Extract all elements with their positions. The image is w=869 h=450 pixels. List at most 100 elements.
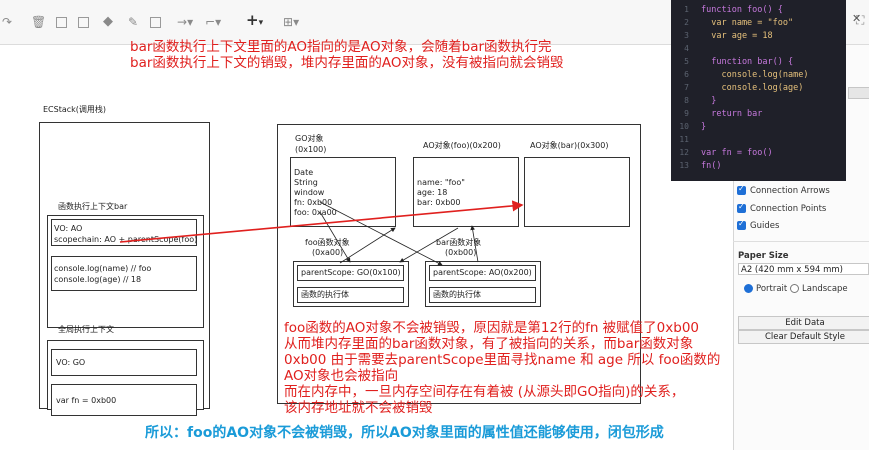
foo-fn-address: (0xa00) — [312, 248, 344, 257]
delete-icon[interactable]: 🗑 — [31, 15, 47, 29]
radio-portrait[interactable] — [744, 284, 753, 293]
line-number: 5 — [684, 57, 689, 66]
line-number: 13 — [679, 161, 689, 170]
bar-code-box[interactable] — [51, 256, 197, 291]
checkbox-connection-points[interactable] — [737, 202, 746, 213]
close-icon[interactable]: ✕ — [852, 12, 862, 25]
paper-size-select[interactable]: A2 (420 mm x 594 mm) — [738, 263, 869, 275]
bottom-note-line2: 0xb00 由于需要去parentScope里面寻找name 和 age 所以 … — [284, 352, 721, 368]
code-text: function foo() { — [701, 5, 783, 15]
bottom-note-line5: 该内存地址就不会被销毁 — [284, 400, 433, 416]
ecstack-title: ECStack(调用栈) — [43, 105, 107, 114]
go-line-1: String — [294, 178, 318, 187]
edit-data-button[interactable]: Edit Data — [738, 316, 869, 330]
code-line: function foo() { — [701, 5, 783, 15]
to-front-icon[interactable] — [56, 17, 67, 28]
foo-fn-body: 函数的执行体 — [301, 290, 349, 299]
line-color-icon[interactable]: ✎ — [128, 15, 139, 29]
ao-foo-line-0: name: "foo" — [417, 178, 465, 187]
global-vo-box[interactable] — [51, 349, 197, 376]
panel-divider — [733, 241, 869, 242]
bar-fn-body: 函数的执行体 — [433, 290, 481, 299]
label-connection-arrows: Connection Arrows — [750, 186, 830, 196]
bar-code-line1: console.log(name) // foo — [54, 264, 152, 273]
line-number: 1 — [684, 5, 689, 14]
bar-context-title: 函数执行上下文bar — [58, 202, 128, 211]
insert-icon[interactable]: +▾ — [246, 12, 263, 31]
bar-vo-text: VO: AO — [54, 224, 83, 233]
go-title: GO对象 — [295, 134, 324, 143]
bar-code-line2: console.log(age) // 18 — [54, 275, 142, 284]
bottom-note-line1: 从而堆内存里面的bar函数对象，有了被指向的关系，而bar函数对象 — [284, 336, 694, 352]
table-glyph: ⊞ — [283, 15, 294, 29]
radio-landscape[interactable] — [790, 284, 799, 293]
top-note-line1: bar函数执行上下文里面的AO指向的是AO对象，会随着bar函数执行完 — [130, 39, 552, 55]
ao-foo-line-2: bar: 0xb00 — [417, 198, 461, 207]
global-code-box[interactable] — [51, 384, 197, 416]
line-number: 7 — [684, 83, 689, 92]
checkbox-connection-arrows[interactable] — [737, 184, 746, 195]
table-icon[interactable]: ⊞▾ — [283, 14, 299, 30]
conclusion-note: 所以：foo的AO对象不会被销毁，所以AO对象里面的属性值还能够使用，闭包形成 — [145, 425, 664, 441]
foo-fn-parent-box[interactable] — [297, 265, 404, 281]
label-portrait: Portrait — [756, 284, 788, 294]
global-code-text: var fn = 0xb00 — [56, 396, 117, 405]
shadow-icon[interactable] — [150, 17, 161, 28]
ao-bar-box[interactable] — [524, 157, 630, 227]
bottom-note-line0: foo函数的AO对象不会被销毁，原因就是第12行的fn 被赋值了0xb00 — [284, 320, 699, 336]
paper-size-label: Paper Size — [738, 251, 789, 261]
chevron-down-icon: ▾ — [258, 18, 264, 28]
bar-fn-parent-box[interactable] — [429, 265, 536, 281]
checkbox-guides[interactable] — [737, 219, 746, 230]
clear-default-style-button[interactable]: Clear Default Style — [738, 330, 869, 344]
foo-fn-title: foo函数对象 — [305, 238, 350, 247]
code-line: var age = 18 — [701, 31, 773, 41]
code-line: console.log(age) — [701, 83, 804, 93]
code-line: console.log(name) — [701, 70, 809, 80]
go-line-0: Date — [294, 168, 314, 177]
bar-fn-address: (0xb00) — [445, 248, 477, 257]
fill-icon[interactable]: ◆ — [103, 14, 113, 29]
ao-foo-line-1: age: 18 — [417, 188, 448, 197]
redo-icon[interactable]: ↷ — [2, 15, 13, 29]
plus-glyph: + — [246, 11, 259, 29]
code-panel: 1 function foo() { 2 var name = "foo" 3 … — [671, 0, 846, 181]
line-number: 8 — [684, 96, 689, 105]
go-line-3: fn: 0xb00 — [294, 198, 333, 207]
to-back-icon[interactable] — [78, 17, 89, 28]
waypoint-glyph: ⌐ — [205, 15, 216, 29]
code-line: function bar() { — [701, 57, 794, 67]
ao-bar-title: AO对象(bar)(0x300) — [530, 141, 609, 150]
line-number: 10 — [679, 122, 689, 131]
code-line: var fn = foo() — [701, 148, 773, 158]
bar-fn-title: bar函数对象 — [436, 238, 482, 247]
label-guides: Guides — [750, 221, 780, 231]
go-address: (0x100) — [295, 145, 327, 154]
panel-scroll-button[interactable] — [848, 87, 869, 99]
chevron-down-icon: ▾ — [187, 15, 194, 29]
top-note-line2: bar函数执行上下文的销毁，堆内存里面的AO对象，没有被指向就会销毁 — [130, 55, 564, 71]
global-vo-text: VO: GO — [56, 358, 86, 367]
ao-foo-title: AO对象(foo)(0x200) — [423, 141, 501, 150]
code-line: } — [701, 122, 707, 132]
line-number: 4 — [684, 44, 689, 53]
foo-fn-parent: parentScope: GO(0x100) — [301, 268, 401, 277]
connection-arrow-glyph: → — [177, 15, 188, 29]
code-line: } — [701, 96, 717, 106]
foo-fn-body-box[interactable] — [297, 287, 404, 303]
bottom-note-line3: AO对象也会被指向 — [284, 368, 399, 384]
line-number: 11 — [679, 135, 689, 144]
go-line-2: window — [294, 188, 325, 197]
waypoint-icon[interactable]: ⌐▾ — [205, 14, 221, 30]
bar-fn-parent: parentScope: AO(0x200) — [433, 268, 532, 277]
connection-icon[interactable]: →▾ — [177, 14, 193, 30]
line-number: 9 — [684, 109, 689, 118]
code-line: return bar — [701, 109, 763, 119]
global-context-title: 全局执行上下文 — [58, 325, 114, 334]
label-connection-points: Connection Points — [750, 204, 827, 214]
paper-size-value: A2 (420 mm x 594 mm) — [741, 265, 843, 275]
format-icon[interactable]: ⛶ — [856, 13, 865, 27]
bar-fn-body-box[interactable] — [429, 287, 536, 303]
chevron-down-icon: ▾ — [215, 15, 222, 29]
line-number: 2 — [684, 18, 689, 27]
